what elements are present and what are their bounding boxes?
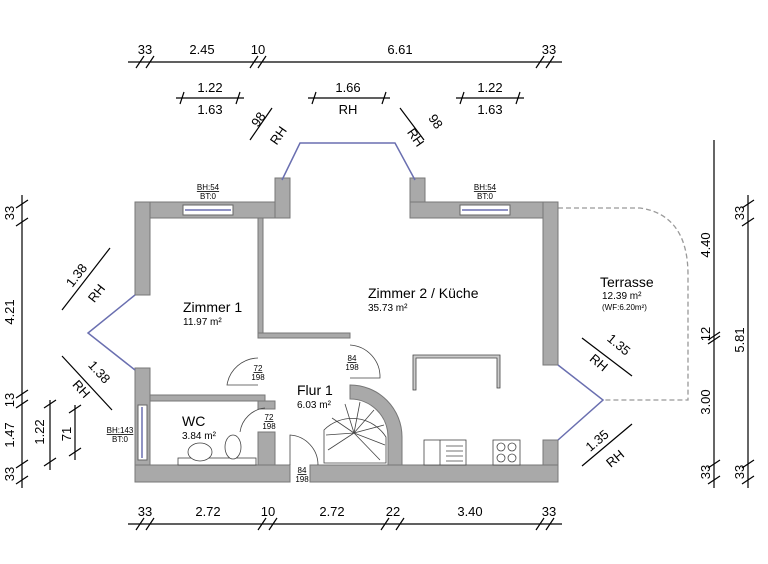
dim-label: RH <box>404 125 427 149</box>
spiral-stair <box>323 401 387 464</box>
window-bt: BT:0 <box>112 435 129 444</box>
toilet-icon <box>224 434 242 460</box>
dim-label: 22 <box>386 504 400 519</box>
window-bh: BH:54 <box>474 183 497 192</box>
dim-label: 12 <box>698 327 713 341</box>
door-width: 72 <box>265 413 274 422</box>
windows <box>86 142 605 461</box>
stove-icon <box>492 439 521 466</box>
room-name: Zimmer 1 <box>183 299 242 315</box>
dim-label: 33 <box>542 42 556 57</box>
dim-label: 33 <box>542 504 556 519</box>
dim-label: 10 <box>261 504 275 519</box>
room-area: 3.84 m² <box>182 431 217 442</box>
door-width: 84 <box>298 466 307 475</box>
dim-label: 4.40 <box>698 232 713 257</box>
dim-label: RH <box>339 102 358 117</box>
room-note: (WF:6.20m²) <box>602 303 647 312</box>
room-labels: Zimmer 1 11.97 m² Zimmer 2 / Küche 35.73… <box>182 274 654 442</box>
dim-label: 5.81 <box>732 327 747 352</box>
dim-label: 33 <box>698 465 713 479</box>
dim-label: 1.22 <box>477 80 502 95</box>
window-bh: BH:54 <box>197 183 220 192</box>
dimensions-right: 4.40 12 3.00 33 33 5.81 33 1.35 RH 1.35 … <box>581 140 755 488</box>
dim-label: 98 <box>248 109 269 129</box>
dim-label: 1.38 <box>85 358 113 387</box>
dim-label: 2.72 <box>319 504 344 519</box>
dim-label: 3.00 <box>698 389 713 414</box>
dim-label: 33 <box>138 42 152 57</box>
door-width: 72 <box>254 364 263 373</box>
window-bh: BH:143 <box>107 426 134 435</box>
fixtures <box>177 354 521 466</box>
dimensions-bottom: 33 2.72 10 2.72 22 3.40 33 <box>128 504 562 531</box>
room-name: Flur 1 <box>297 382 333 398</box>
dim-label: RH <box>267 123 290 147</box>
dim-label: 4.21 <box>2 299 17 324</box>
dim-label: 1.63 <box>197 102 222 117</box>
door-height: 198 <box>251 373 265 382</box>
room-area: 6.03 m² <box>297 400 332 411</box>
dim-label: 2.45 <box>189 42 214 57</box>
room-area: 11.97 m² <box>183 317 222 328</box>
dim-label: RH <box>85 281 108 305</box>
dim-label: 1.38 <box>63 261 90 290</box>
washbasin-icon <box>187 442 213 462</box>
dim-label: 13 <box>2 393 17 407</box>
dim-label: 1.66 <box>335 80 360 95</box>
dim-label: RH <box>603 447 627 471</box>
dim-label: 33 <box>2 206 17 220</box>
window-bt: BT:0 <box>477 192 494 201</box>
window-bt: BT:0 <box>200 192 217 201</box>
dim-label: 1.47 <box>2 422 17 447</box>
dim-label: 1.63 <box>477 102 502 117</box>
walls <box>134 177 559 483</box>
room-area: 35.73 m² <box>368 303 408 314</box>
door-height: 198 <box>262 422 276 431</box>
dim-label: 2.72 <box>195 504 220 519</box>
door-swings <box>226 344 381 466</box>
dim-label: 1.35 <box>583 427 612 455</box>
dim-label: 1.22 <box>32 419 47 444</box>
window-labels: BH:54 BT:0 BH:54 BT:0 BH:143 BT:0 <box>107 183 497 444</box>
dimensions-top: 33 2.45 10 6.61 33 1.22 1.63 1.66 RH 1.2… <box>128 42 562 149</box>
dim-label: 98 <box>425 111 446 131</box>
room-name: Zimmer 2 / Küche <box>368 285 479 301</box>
dim-label: 1.35 <box>604 331 633 359</box>
dim-label: 33 <box>732 206 747 220</box>
dim-label: 10 <box>251 42 265 57</box>
room-area: 12.39 m² <box>602 291 642 302</box>
door-height: 198 <box>295 475 309 484</box>
dim-label: RH <box>69 377 93 401</box>
dim-label: 71 <box>59 427 74 441</box>
door-labels: 72 198 84 198 72 198 84 198 <box>251 354 359 484</box>
door-width: 84 <box>348 354 357 363</box>
room-name: Terrasse <box>600 274 654 290</box>
dimensions-left: 33 4.21 13 1.47 33 1.22 71 1.38 RH 1.38 … <box>2 195 113 488</box>
dim-label: RH <box>587 351 611 375</box>
terrace-outline <box>558 207 689 401</box>
dim-label: 3.40 <box>457 504 482 519</box>
dim-label: 33 <box>2 467 17 481</box>
kitchen-counter <box>412 354 501 391</box>
door-height: 198 <box>345 363 359 372</box>
dim-label: 6.61 <box>387 42 412 57</box>
dim-label: 33 <box>138 504 152 519</box>
dim-label: 33 <box>732 465 747 479</box>
room-name: WC <box>182 413 205 429</box>
dim-label: 1.22 <box>197 80 222 95</box>
